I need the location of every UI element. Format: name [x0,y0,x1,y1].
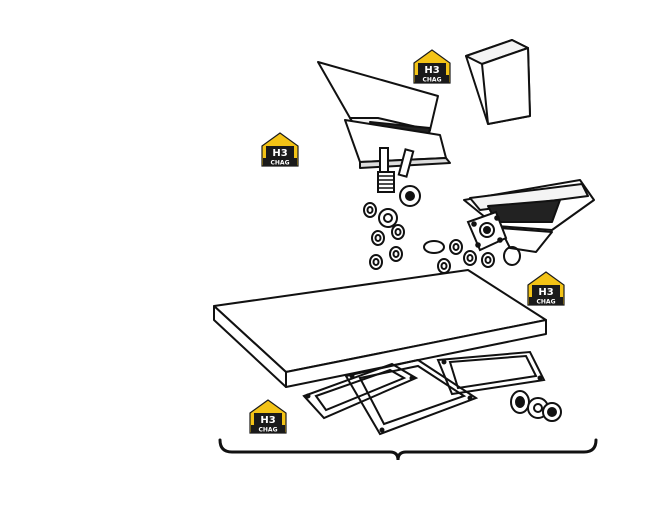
badge-top-text: H3 [272,148,287,159]
badge-top-text: H3 [260,415,275,426]
badge-bottom-text: CHAG [423,77,442,84]
gasket-frame-left [302,362,419,420]
badge-bottom-text: CHAG [537,299,556,306]
badge-bottom-text: CHAG [271,160,290,167]
bearing-flange-plate [466,210,508,252]
gearbox-cover-block [465,39,531,125]
gasket-frame-right [436,350,546,396]
grouping-brace [218,438,598,461]
seal-rings-right [423,239,521,274]
badge-top-text: H3 [538,287,553,298]
seal-rings-left [363,202,405,270]
badge-bottom-text: CHAG [259,427,278,434]
brand-house-badge-icon: H3 CHAG [527,271,565,306]
brand-house-badge-icon: H3 CHAG [413,49,451,84]
brand-house-badge-icon: H3 CHAG [261,132,299,167]
base-panel [213,269,547,388]
gasket-frame-middle [344,358,479,436]
drive-shaft-with-gear [377,147,421,228]
bearings [510,390,562,422]
badge-top-text: H3 [424,65,439,76]
brand-house-badge-icon: H3 CHAG [249,399,287,434]
